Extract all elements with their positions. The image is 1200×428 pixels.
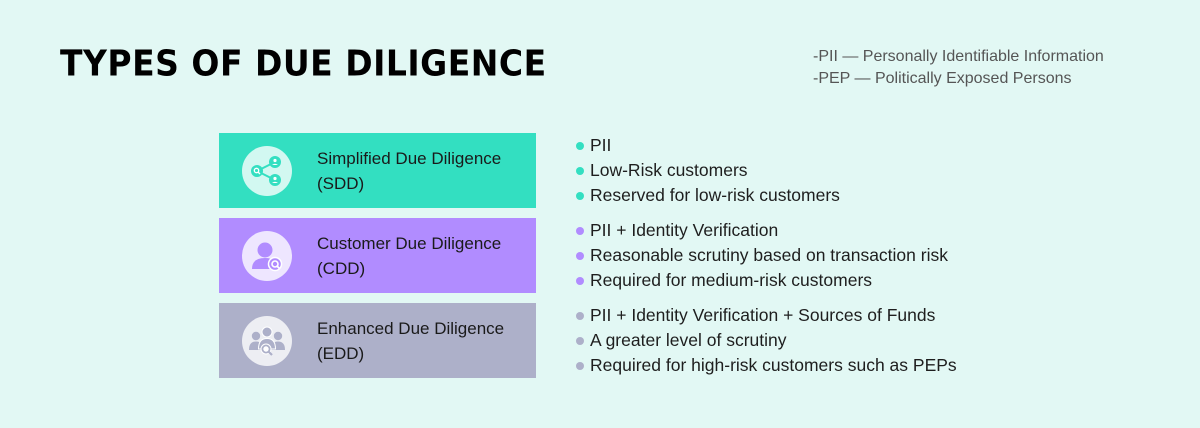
card-edd: Enhanced Due Diligence (EDD) (219, 303, 536, 378)
group-search-icon (242, 316, 292, 366)
user-search-icon (242, 231, 292, 281)
list-item: Required for medium-risk customers (576, 268, 948, 293)
list-item: A greater level of scrutiny (576, 328, 957, 353)
list-item: Required for high-risk customers such as… (576, 353, 957, 378)
abbreviation-legend: -PII — Personally Identifiable Informati… (813, 46, 1104, 90)
bullet-list-edd: PII + Identity Verification + Sources of… (576, 303, 957, 378)
card-label-sdd: Simplified Due Diligence (SDD) (317, 146, 501, 196)
card-label-cdd: Customer Due Diligence (CDD) (317, 231, 501, 281)
card-sdd: Simplified Due Diligence (SDD) (219, 133, 536, 208)
bullet-dot (576, 337, 584, 345)
card-title: Simplified Due Diligence (317, 149, 502, 168)
row-edd: Enhanced Due Diligence (EDD) PII + Ident… (219, 303, 1019, 378)
card-title: Enhanced Due Diligence (317, 319, 505, 338)
share-network-icon (242, 146, 292, 196)
bullet-dot (576, 142, 584, 150)
bullet-dot (576, 277, 584, 285)
list-item: PII + Identity Verification + Sources of… (576, 303, 957, 328)
page-title: TYPES OF DUE DILIGENCE (60, 42, 547, 85)
card-cdd: Customer Due Diligence (CDD) (219, 218, 536, 293)
bullet-dot (576, 312, 584, 320)
legend-item-pii: -PII — Personally Identifiable Informati… (813, 48, 1104, 65)
list-item: Reserved for low-risk customers (576, 183, 840, 208)
bullet-list-cdd: PII + Identity Verification Reasonable s… (576, 218, 948, 293)
bullet-list-sdd: PII Low-Risk customers Reserved for low-… (576, 133, 840, 208)
list-item: PII (576, 133, 840, 158)
card-title: Customer Due Diligence (317, 234, 502, 253)
bullet-dot (576, 227, 584, 235)
card-abbr: (SDD) (317, 174, 365, 193)
bullet-dot (576, 362, 584, 370)
card-abbr: (EDD) (317, 344, 365, 363)
list-item: Reasonable scrutiny based on transaction… (576, 243, 948, 268)
list-item: Low-Risk customers (576, 158, 840, 183)
bullet-dot (576, 192, 584, 200)
card-abbr: (CDD) (317, 259, 366, 278)
card-label-edd: Enhanced Due Diligence (EDD) (317, 316, 504, 366)
list-item: PII + Identity Verification (576, 218, 948, 243)
bullet-dot (576, 167, 584, 175)
row-sdd: Simplified Due Diligence (SDD) PII Low-R… (219, 133, 1019, 208)
bullet-dot (576, 252, 584, 260)
row-cdd: Customer Due Diligence (CDD) PII + Ident… (219, 218, 1019, 293)
legend-item-pep: -PEP — Politically Exposed Persons (813, 70, 1072, 87)
